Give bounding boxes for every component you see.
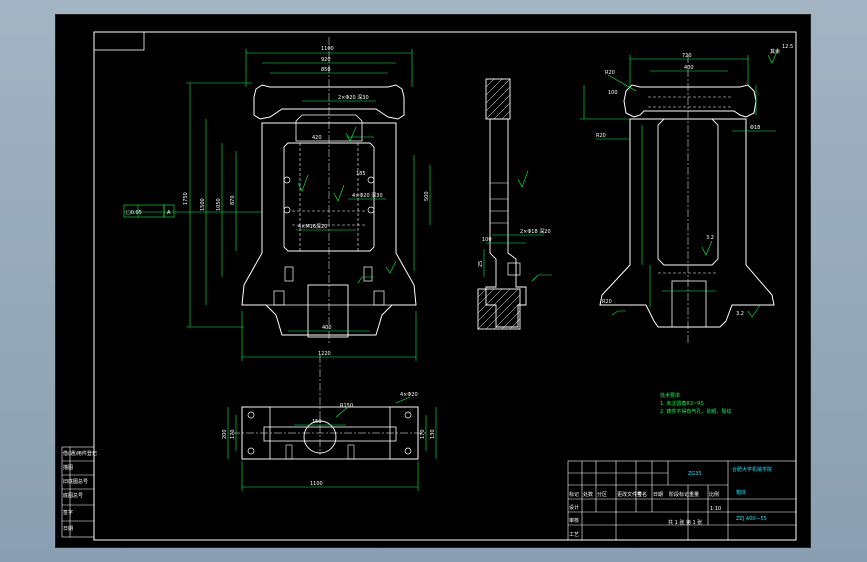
front-hole-note-2: 4×Φ20 深30 xyxy=(352,192,383,199)
side-label-3: 底图总号 xyxy=(63,492,83,499)
title-block xyxy=(567,460,797,541)
side-dim-small: 25 xyxy=(478,261,484,267)
side-view xyxy=(477,78,552,330)
tech-note-2: 2. 铸件不得有气孔、砂眼、裂纹 xyxy=(660,408,731,415)
title-row-1: 设计 xyxy=(569,504,579,511)
tech-notes-title: 技术要求 xyxy=(660,392,680,399)
right-r20: R20 xyxy=(596,133,606,139)
side-label-5: 日期 xyxy=(63,526,73,532)
drawing-canvas: 借(通)用件登记 描图 旧底图总号 底图总号 签字 日期 xyxy=(61,31,797,541)
front-dim-h1: 1500 xyxy=(200,198,206,211)
top-inner-w: 150 xyxy=(312,419,322,425)
drawing-sheet: 借(通)用件登记 描图 旧底图总号 底图总号 签字 日期 xyxy=(55,14,811,548)
side-label-1: 描图 xyxy=(63,464,73,471)
title-scale: 1:10 xyxy=(710,506,721,512)
tech-note-1: 1. 未注圆角R3~R5 xyxy=(660,400,704,407)
top-dim-right-h: 170 xyxy=(420,429,426,439)
top-hole-r: R150 xyxy=(340,403,353,409)
title-stage-0: 阶段标记 xyxy=(669,491,689,498)
title-row-2: 审核 xyxy=(569,517,579,524)
side-label-2: 旧底图总号 xyxy=(63,478,88,485)
title-sheet-info: 共 1 张 第 1 张 xyxy=(668,519,702,526)
front-dim-top: 1100 xyxy=(321,46,334,52)
side-panel xyxy=(61,446,95,538)
front-view xyxy=(123,37,431,455)
right-r-top: R20 xyxy=(605,70,615,76)
right-dim-top-inner: 400 xyxy=(684,65,694,71)
front-dim-base: 1220 xyxy=(318,351,331,357)
right-dim-top: 720 xyxy=(682,53,692,59)
front-dim-mid: 920 xyxy=(321,57,331,63)
side-label-0: 借(通)用件登记 xyxy=(63,450,97,457)
title-row-0: 标记 xyxy=(569,491,579,498)
roughness-val-2: 3.2 xyxy=(736,311,744,317)
top-view xyxy=(227,396,437,491)
title-row-3: 工艺 xyxy=(569,532,579,538)
right-hole: Φ18 xyxy=(750,125,760,131)
title-col-0: 处数 xyxy=(583,491,593,498)
side-dim-100: 100 xyxy=(482,237,492,243)
title-drawing-no: ZZJ 400—55 xyxy=(736,516,767,522)
front-dim-h4: 500 xyxy=(424,191,430,201)
right-dim-100: 100 xyxy=(608,90,618,96)
top-dim-width: 1100 xyxy=(310,481,323,487)
front-boss: 185 xyxy=(356,171,366,177)
side-hole-note: 2×Φ18 深20 xyxy=(520,228,551,235)
front-depth: 420 xyxy=(312,135,322,141)
title-stage-1: 重量 xyxy=(689,491,699,498)
drawing-border xyxy=(93,31,797,541)
right-view xyxy=(580,48,779,345)
front-hole-note: 2×Φ20 深30 xyxy=(338,94,369,101)
title-part-name: 箱体 xyxy=(736,489,746,496)
top-dim-left-h: 200 xyxy=(222,429,228,439)
top-dim-right-h2: 130 xyxy=(430,429,436,439)
datum-box: □0.05 xyxy=(126,210,142,216)
side-label-4: 签字 xyxy=(63,509,73,516)
roughness-other: 其余 xyxy=(770,48,780,55)
front-dim-height: 1750 xyxy=(183,192,189,205)
top-holes: 4×Φ20 xyxy=(400,392,418,398)
right-bottom-note: R20 xyxy=(602,299,612,305)
title-col-4: 日期 xyxy=(653,492,663,498)
roughness-val-0: 12.5 xyxy=(782,44,793,50)
datum-letter: A xyxy=(167,210,171,216)
title-stage-2: 比例 xyxy=(709,491,719,498)
front-dim-h3: 870 xyxy=(230,195,236,205)
front-dim-inner: 850 xyxy=(321,67,331,73)
roughness-val-1: 3.2 xyxy=(706,235,714,241)
top-dim-left-h2: 170 xyxy=(230,429,236,439)
corner-box xyxy=(93,31,145,51)
title-company: 合肥大学机械学院 xyxy=(732,466,772,473)
title-col-3: 签名 xyxy=(637,491,647,498)
title-col-1: 分区 xyxy=(597,491,607,498)
front-hole-note-3: 4×M16深20 xyxy=(298,223,327,230)
title-material: ZG35 xyxy=(688,471,702,477)
front-dim-base-inner: 400 xyxy=(322,325,332,331)
front-dim-h2: 1050 xyxy=(216,198,222,211)
title-col-2: 更改文件号 xyxy=(617,491,642,498)
